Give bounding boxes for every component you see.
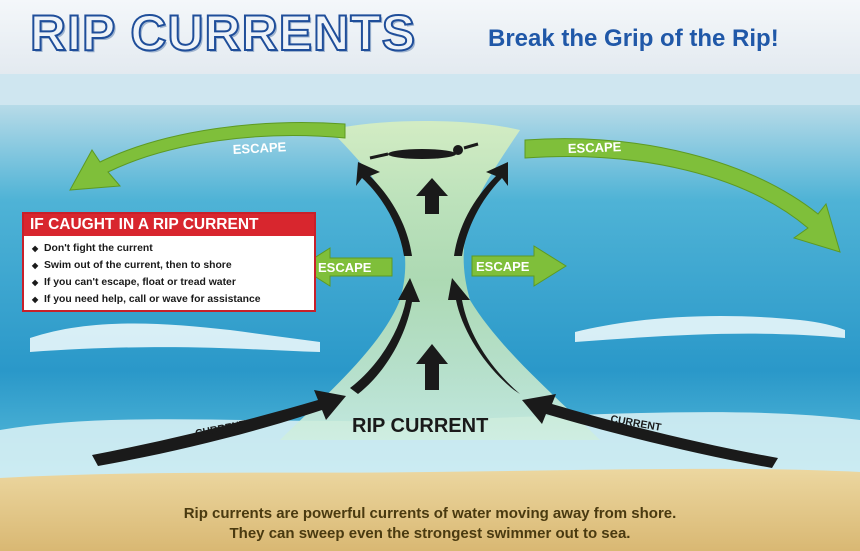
footer-line-2: They can sweep even the strongest swimme…: [229, 525, 631, 542]
rip-current-label: RIP CURRENT: [352, 415, 488, 437]
escape-label-top-left: ESCAPE: [232, 139, 287, 157]
safety-tip-text: Don't fight the current: [44, 243, 153, 254]
escape-label-mid-right: ESCAPE: [476, 259, 530, 274]
current-arrow-right: [522, 394, 778, 468]
channel-arrow-left-lower: [350, 278, 420, 394]
escape-label-top-right: ESCAPE: [568, 139, 622, 156]
list-item: ◆ If you can't escape, float or tread wat…: [32, 274, 314, 291]
channel-arrow-center-lower: [416, 344, 448, 390]
footer-caption: Rip currents are powerful currents of wa…: [0, 504, 860, 544]
current-arrow-left: [92, 390, 346, 466]
escape-arrow-top-left: [69, 122, 346, 191]
diamond-icon: ◆: [32, 295, 39, 304]
escape-arrow-mid-right: [471, 245, 567, 287]
safety-tip-text: If you can't escape, float or tread wate…: [44, 277, 236, 288]
poster-title: RIP CURRENTS: [29, 4, 417, 62]
surf-wave-left: [30, 323, 320, 352]
footer-line-1: Rip currents are powerful currents of wa…: [183, 505, 677, 522]
safety-tip-text: If you need help, call or wave for assis…: [44, 294, 261, 305]
beach-sand: [0, 468, 860, 551]
diamond-icon: ◆: [32, 278, 39, 287]
escape-arrow-top-right: [524, 138, 841, 253]
safety-tips-heading: IF CAUGHT IN A RIP CURRENT: [24, 214, 314, 236]
safety-tips-list: ◆ Don't fight the current ◆ Swim out of th…: [24, 236, 314, 308]
swimmer-icon: [369, 142, 479, 160]
poster-tagline: Break the Grip of the Rip!: [488, 25, 779, 52]
surf-wave-right: [575, 316, 845, 342]
diamond-icon: ◆: [32, 244, 39, 253]
channel-arrow-right-lower: [448, 278, 520, 394]
list-item: ◆ Swim out of the current, then to shore: [32, 257, 314, 274]
channel-arrow-left-upper: [356, 162, 412, 256]
channel-arrow-center-upper: [416, 178, 448, 214]
channel-arrow-right-upper: [454, 162, 508, 256]
safety-tip-text: Swim out of the current, then to shore: [44, 260, 232, 271]
rip-current-channel: [280, 121, 600, 440]
header-bar: RIP CURRENTS Break the Grip of the Rip!: [0, 0, 860, 74]
diamond-icon: ◆: [32, 261, 39, 270]
escape-label-mid-left: ESCAPE: [318, 260, 372, 275]
safety-tips-box: IF CAUGHT IN A RIP CURRENT ◆ Don't fight …: [22, 212, 316, 312]
list-item: ◆ Don't fight the current: [32, 240, 314, 257]
list-item: ◆ If you need help, call or wave for assi…: [32, 291, 314, 308]
